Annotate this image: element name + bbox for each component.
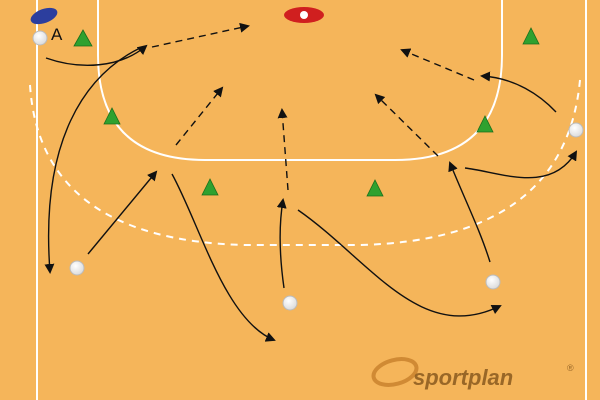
- cone-icon: [103, 107, 121, 125]
- ball-icon: [69, 260, 85, 276]
- balls: [69, 122, 584, 311]
- player-a-ball: [32, 30, 48, 46]
- run-arrow: [45, 44, 148, 66]
- shooting-circle: [97, 0, 503, 161]
- pass-arrow: [374, 93, 439, 157]
- run-arrow: [276, 198, 287, 289]
- ball-icon: [568, 122, 584, 138]
- goal: [284, 7, 324, 23]
- run-arrow: [480, 71, 557, 113]
- cones: [73, 27, 540, 197]
- player-a-label: A: [51, 25, 63, 44]
- passes: [151, 22, 475, 191]
- logo-registered-mark: ®: [567, 363, 574, 373]
- ball-icon: [282, 295, 298, 311]
- cone-icon: [366, 179, 384, 197]
- pass-arrow: [277, 108, 289, 191]
- goalkeeper-icon: [30, 7, 58, 25]
- sportplan-logo: sportplan ®: [371, 357, 574, 390]
- pass-arrow: [151, 22, 250, 48]
- run-arrow: [171, 173, 276, 342]
- cone-icon: [201, 178, 219, 196]
- run-arrow: [464, 150, 578, 179]
- player-a: A: [30, 7, 63, 46]
- pass-arrow: [400, 48, 475, 81]
- cone-icon: [73, 29, 93, 47]
- cone-icon: [522, 27, 540, 45]
- pitch-markings: [29, 0, 587, 400]
- logo-text: sportplan: [413, 365, 513, 390]
- dashed-five-metre-line: [29, 79, 581, 246]
- pass-arrow: [175, 86, 224, 146]
- run-arrow: [44, 47, 141, 274]
- cone-icon: [476, 115, 494, 133]
- run-arrow: [87, 170, 158, 255]
- run-arrow: [297, 209, 502, 317]
- logo-swoosh-icon: [371, 357, 419, 387]
- run-arrow: [448, 161, 491, 263]
- ball-icon: [485, 274, 501, 290]
- player-runs: [44, 44, 578, 342]
- goal-ball: [300, 11, 308, 19]
